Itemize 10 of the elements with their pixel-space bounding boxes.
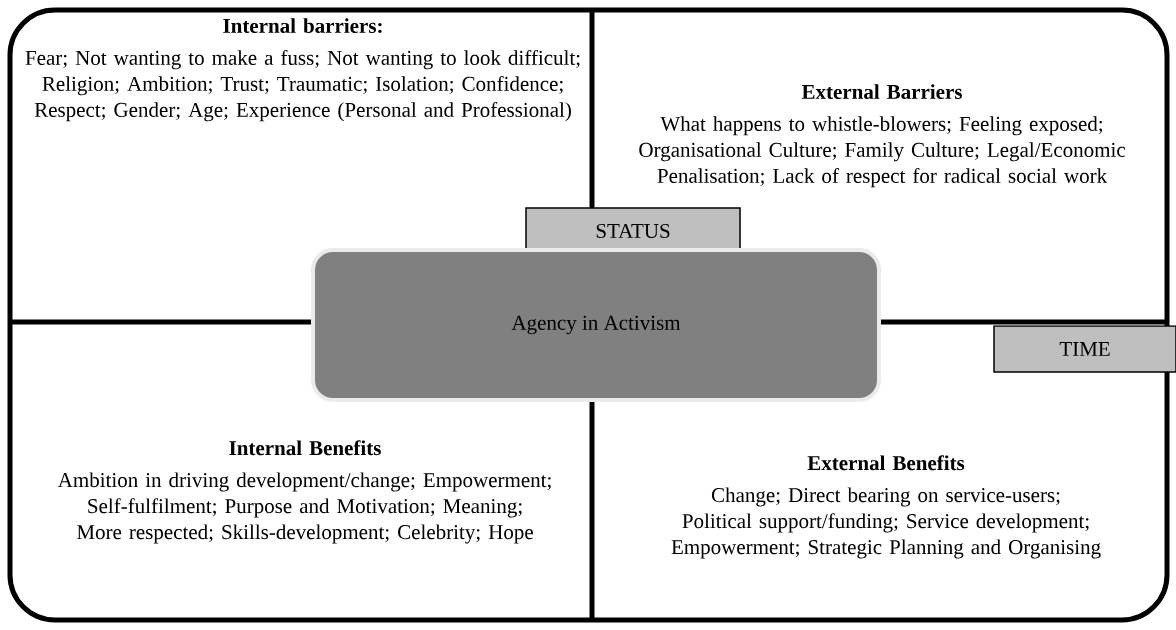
- center-box: Agency in Activism: [311, 248, 881, 402]
- label-tab: TIME: [993, 325, 1176, 373]
- quadrant-text: Fear; Not wanting to make a fuss; Not wanting to look difficult; Religion; Ambition; Trust; Traumatic; Isolation; Confidence; Respect; Gender; Age; Experience (Personal and Professional): [25, 50, 580, 122]
- quadrant-text: Change; Direct bearing on service-users; Political support/funding; Service development; Empowerment; Strategic Planning and Organising: [671, 487, 1101, 559]
- quadrant-heading: External Barriers: [801, 84, 962, 99]
- quadrant-heading: Internal Benefits: [229, 440, 381, 456]
- quadrant-heading: Internal barriers:: [223, 18, 382, 34]
- quadrant-heading: External Benefits: [807, 455, 965, 471]
- quadrant-text: What happens to whistle-blowers; Feeling exposed; Organisational Culture; Family Culture; Legal/Economic Penalisation; Lack of respect for radical social work: [639, 116, 1126, 188]
- quadrant-text: Ambition in driving development/change; Empowerment; Self-fulfilment; Purpose and Motivation; Meaning; More respected; Skills-development; Celebrity; Hope: [57, 472, 551, 544]
